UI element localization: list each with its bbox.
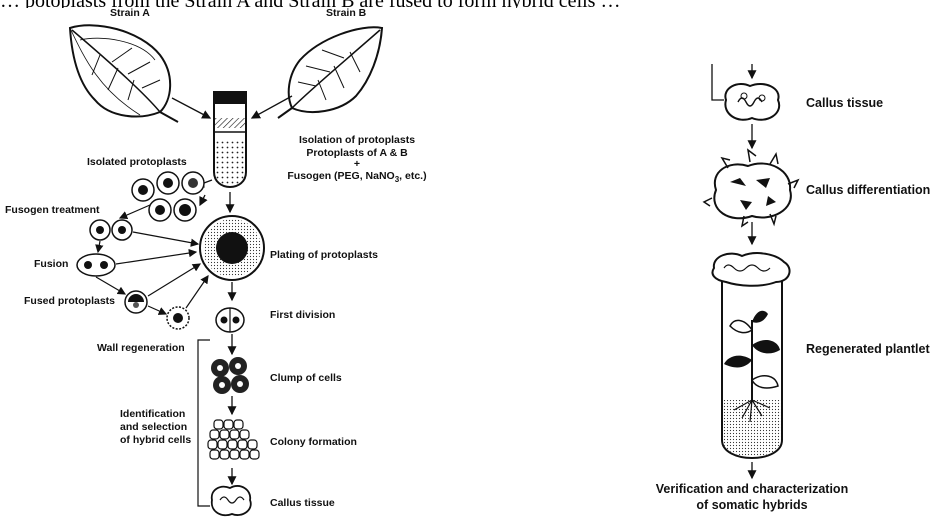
callus-tissue-left <box>212 486 251 515</box>
plantlet-tube <box>713 253 790 458</box>
identification-line-1: Identification <box>120 408 191 421</box>
label-isolated-protoplasts: Isolated protoplasts <box>87 156 187 169</box>
label-strain-a: Strain A <box>110 7 150 20</box>
clump-of-cells <box>211 357 249 394</box>
fused-protoplast-cell <box>125 291 147 313</box>
label-callus-differentiation: Callus differentiation <box>806 183 930 199</box>
label-fused-protoplasts: Fused protoplasts <box>24 295 115 308</box>
fusion-cells <box>77 254 115 276</box>
petri-plate <box>200 216 264 280</box>
label-fusogen-treatment: Fusogen treatment <box>5 204 100 217</box>
differentiating-callus <box>704 150 798 226</box>
verification-line-1: Verification and characterization <box>628 482 876 498</box>
label-identification: Identification and selection of hybrid c… <box>120 408 191 447</box>
leaf-strain-b <box>278 27 382 118</box>
plus-line: + <box>282 160 432 169</box>
fusogen-treatment-cells <box>90 220 132 240</box>
fusogen-agents-line: Fusogen (PEG, NaNO3, etc.) <box>282 170 432 185</box>
colony-cells <box>208 418 259 466</box>
leaf-strain-a <box>70 25 178 122</box>
callus-tissue-right <box>725 84 779 120</box>
centrifuge-tube <box>214 92 246 187</box>
identification-line-3: of hybrid cells <box>120 434 191 447</box>
wall-regenerated-cell <box>167 307 189 329</box>
label-callus-tissue-left: Callus tissue <box>270 497 335 510</box>
first-division-cell <box>216 308 244 332</box>
label-isolation: Isolation of protoplasts Protoplasts of … <box>282 134 432 185</box>
label-strain-b: Strain B <box>326 7 366 20</box>
label-callus-tissue-right: Callus tissue <box>806 96 883 112</box>
isolation-line: Isolation of protoplasts <box>282 134 432 147</box>
label-verification: Verification and characterization of som… <box>628 482 876 513</box>
label-wall-regeneration: Wall regeneration <box>97 342 185 355</box>
label-fusion: Fusion <box>34 258 68 271</box>
identification-line-2: and selection <box>120 421 191 434</box>
label-colony-formation: Colony formation <box>270 436 357 449</box>
isolated-protoplasts-group <box>132 172 204 221</box>
verification-line-2: of somatic hybrids <box>628 498 876 514</box>
top-caption-fragment: … potoplasts from the Strain A and Strai… <box>0 0 951 8</box>
label-first-division: First division <box>270 309 335 322</box>
label-plating: Plating of protoplasts <box>270 249 378 262</box>
label-clump-of-cells: Clump of cells <box>270 372 342 385</box>
label-regenerated-plantlet: Regenerated plantlet <box>806 342 930 358</box>
